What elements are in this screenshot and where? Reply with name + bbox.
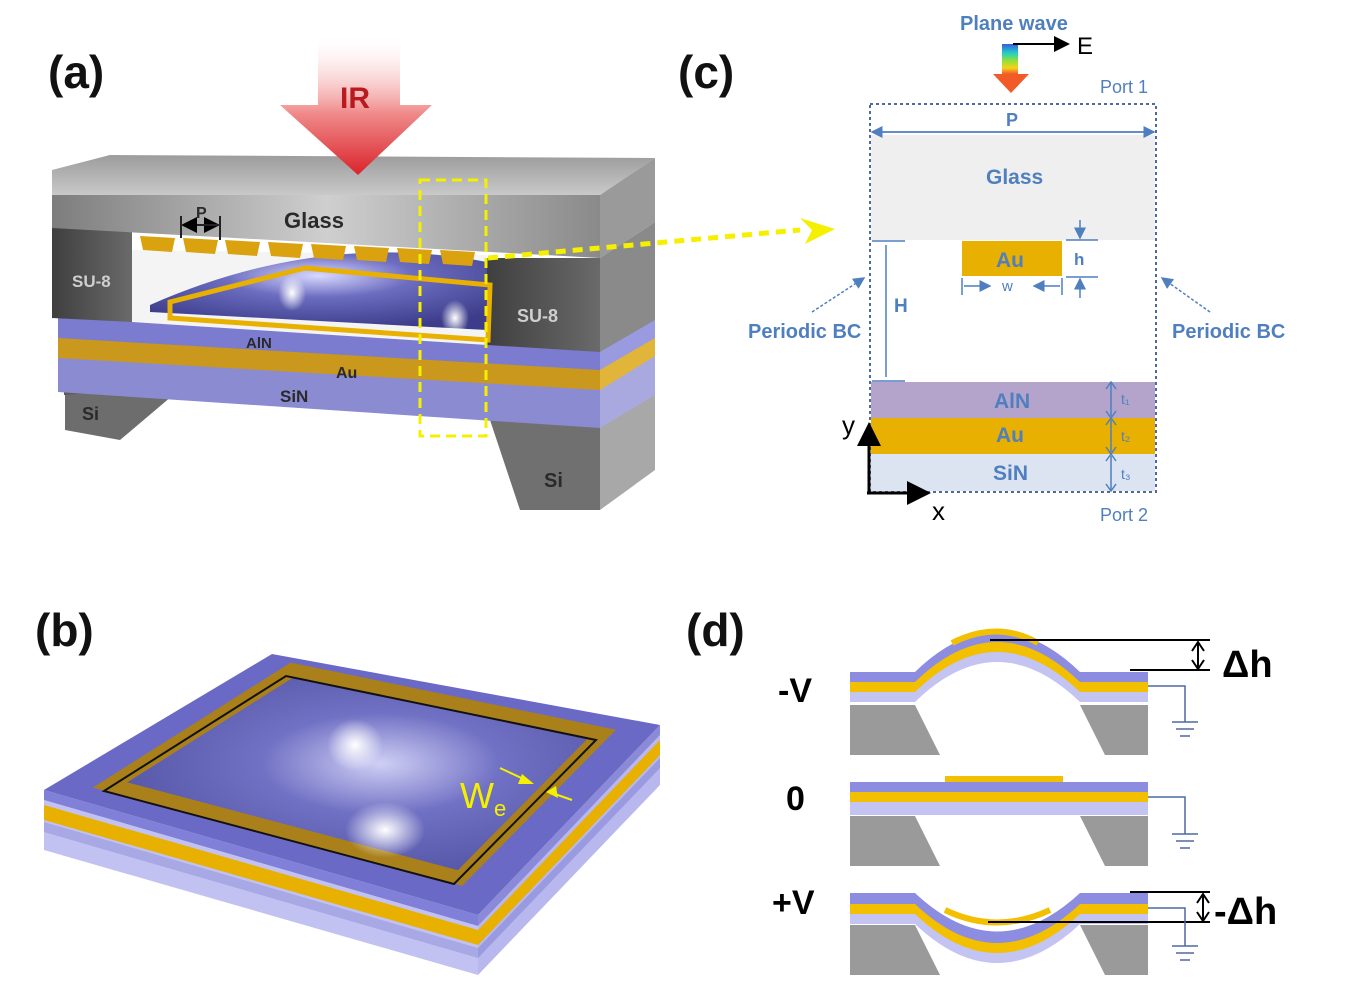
plane-wave-label: Plane wave: [960, 13, 1068, 35]
glass-region-c: [871, 135, 1155, 240]
sin-layer-a: [58, 352, 600, 428]
glass-top-a: [52, 155, 655, 195]
ground-symbol-1: [1148, 685, 1198, 737]
selection-box: [418, 178, 488, 438]
port2-label: Port 2: [1100, 505, 1148, 525]
aln-label-c: AlN: [994, 390, 1030, 413]
we-label: We: [460, 775, 506, 821]
we-main: W: [460, 775, 494, 816]
su8-label-right: SU-8: [517, 306, 558, 326]
si-label-left: Si: [82, 404, 99, 424]
neg-v-label: -V: [778, 672, 812, 710]
panel-b: (b) We: [35, 604, 660, 975]
port1-label: Port 1: [1100, 77, 1148, 97]
electrode-frame-b: [92, 662, 617, 886]
w-small-label: w: [1001, 278, 1013, 295]
t2-label: t₂: [1121, 428, 1130, 444]
ir-label: IR: [340, 82, 370, 115]
au-grating-c: [962, 241, 1062, 276]
aln-layer-a: [58, 316, 600, 370]
si-support-left-side: [65, 385, 185, 440]
ground-symbol-2: [1148, 796, 1198, 849]
neg-dh-label: -Δh: [1214, 891, 1277, 933]
au-label-a: Au: [336, 365, 357, 382]
we-sub: e: [494, 796, 506, 821]
state-pos-v: -Δh +V: [772, 884, 1277, 975]
panel-b-label: (b): [35, 604, 94, 656]
bc-right-label: Periodic BC: [1172, 321, 1285, 343]
membrane-a: [150, 252, 487, 330]
panel-c: (c) Plane wave E Port 1 P Glass Au h w H: [678, 13, 1285, 526]
panel-c-label: (c): [678, 46, 734, 98]
glass-front-a: [52, 195, 600, 258]
au-layer-a: [58, 337, 600, 390]
zero-label: 0: [786, 780, 805, 818]
zoom-arrow: [487, 227, 801, 261]
simulation-domain: [869, 103, 1157, 493]
au-layer-c: [871, 418, 1155, 454]
au-grating-a: [140, 236, 475, 266]
si-label-right: Si: [544, 470, 563, 492]
panel-d: (d) Δh -V 0: [686, 604, 1277, 975]
dh-label: Δh: [1222, 644, 1273, 686]
t3-label: t₃: [1121, 466, 1131, 482]
glass-label-a: Glass: [284, 208, 344, 233]
state-neg-v: Δh -V: [778, 628, 1273, 755]
glass-label-c: Glass: [986, 166, 1043, 189]
su8-pillar-right: [487, 258, 600, 352]
aln-label-a: AlN: [246, 335, 272, 352]
state-zero: 0: [786, 776, 1198, 866]
su8-label-left: SU-8: [72, 272, 111, 291]
au-label-c: Au: [996, 424, 1024, 447]
au-grating-label: Au: [996, 249, 1024, 272]
e-field-label: E: [1077, 33, 1093, 60]
su8-pillar-left: [52, 228, 132, 322]
plane-wave-source: [1002, 44, 1018, 74]
bc-left-label: Periodic BC: [748, 321, 861, 343]
t1-label: t₁: [1121, 391, 1130, 407]
membrane-electrode-a: [167, 265, 493, 343]
period-label-c: P: [1006, 110, 1018, 130]
si-support-right: [490, 420, 600, 510]
sin-label-c: SiN: [993, 462, 1028, 485]
panel-a-label: (a): [48, 46, 104, 98]
sin-label-a: SiN: [280, 387, 308, 406]
ir-arrow: [280, 38, 432, 175]
h-small-label: h: [1074, 250, 1084, 269]
ground-symbol-3: [1148, 907, 1198, 961]
pos-v-label: +V: [772, 884, 815, 922]
x-axis-label: x: [932, 496, 945, 526]
y-axis-label: y: [842, 410, 855, 440]
H-big-label: H: [894, 296, 908, 317]
panel-d-label: (d): [686, 604, 745, 656]
aln-layer-c: [871, 382, 1155, 418]
panel-a: (a): [48, 38, 835, 510]
period-label-a: P: [196, 205, 207, 222]
